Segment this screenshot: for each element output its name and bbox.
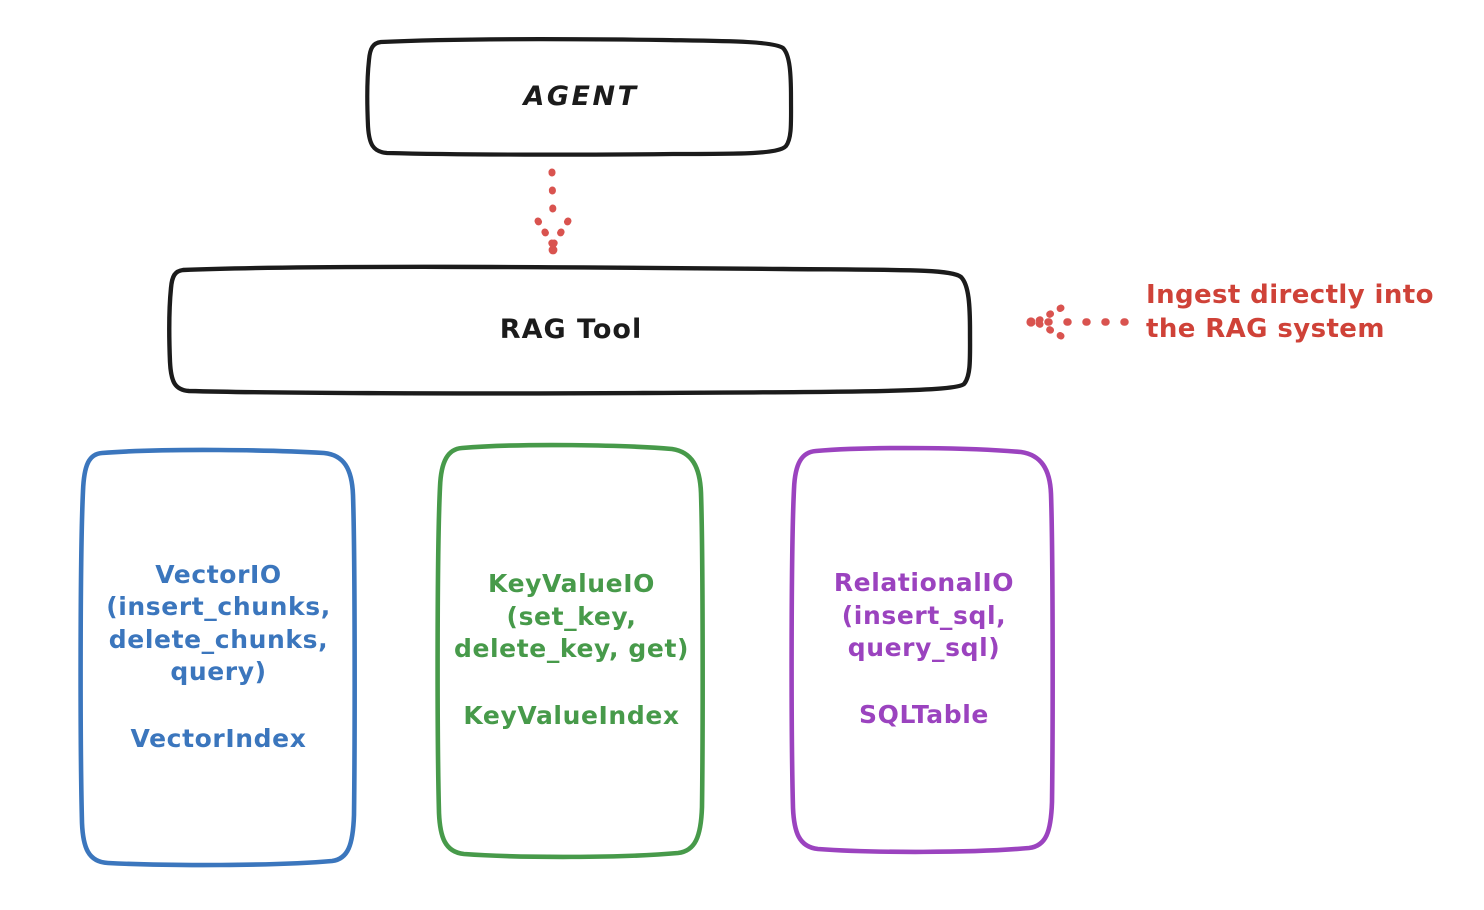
node-rag-tool[interactable]: RAG Tool — [157, 264, 985, 396]
node-agent[interactable]: AGENT — [357, 37, 805, 157]
node-key-value-io[interactable]: KeyValueIO (set_key, delete_key, get) Ke… — [428, 442, 715, 860]
agent-arrow-tip — [548, 245, 558, 255]
agent-label: AGENT — [523, 80, 639, 112]
ingest-arrow-head-top — [1032, 304, 1065, 326]
relational-io-sub-label: SQLTable — [859, 699, 989, 729]
agent-arrow-head-left — [534, 217, 557, 249]
vector-io-label: VectorIO (insert_chunks, delete_chunks, … — [106, 559, 331, 687]
vector-io-content: VectorIO (insert_chunks, delete_chunks, … — [70, 559, 367, 756]
vector-io-sub-label: VectorIndex — [130, 723, 307, 753]
key-value-io-content: KeyValueIO (set_key, delete_key, get) Ke… — [428, 568, 715, 732]
agent-arrow-shaft — [548, 168, 557, 222]
ingest-arrow-tip — [1026, 317, 1036, 327]
relational-io-label: RelationalIO (insert_sql, query_sql) — [833, 568, 1015, 662]
key-value-io-label: KeyValueIO (set_key, delete_key, get) — [453, 569, 690, 663]
rag-tool-label: RAG Tool — [499, 313, 643, 345]
node-relational-io[interactable]: RelationalIO (insert_sql, query_sql) SQL… — [783, 445, 1065, 855]
annotation-ingest-directly: Ingest directly into the RAG system — [1146, 280, 1434, 345]
relational-io-content: RelationalIO (insert_sql, query_sql) SQL… — [783, 567, 1065, 731]
key-value-io-sub-label: KeyValueIndex — [463, 700, 680, 730]
agent-arrow-head-right — [549, 217, 572, 249]
node-vector-io[interactable]: VectorIO (insert_chunks, delete_chunks, … — [70, 447, 367, 868]
ingest-arrow-head-bottom — [1032, 318, 1065, 340]
